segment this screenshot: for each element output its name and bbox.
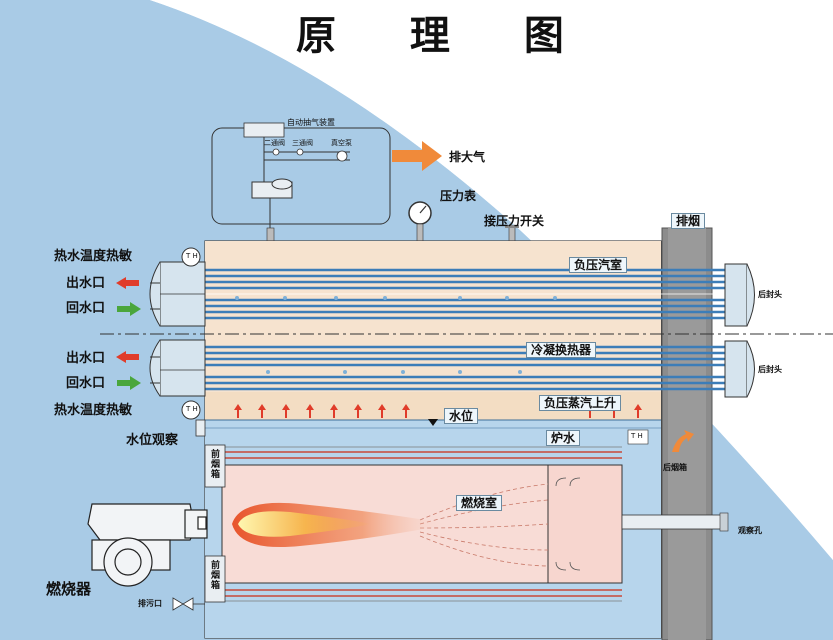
water-level-gauge — [195, 419, 206, 437]
th-sensor-bottom-text: T H — [186, 405, 198, 413]
valve-2-label: 三通阀 — [292, 139, 313, 147]
front-smoke-box-top-label: 前烟箱 — [209, 449, 219, 479]
background-white-area — [150, 0, 833, 560]
right-header-top — [724, 263, 755, 327]
front-smoke-box-bottom-label: 前烟箱 — [209, 560, 219, 590]
rear-smoke-arrow-icon — [672, 430, 694, 452]
drain-label: 排污口 — [138, 599, 162, 608]
fire-tubes-bottom — [222, 589, 622, 597]
outlet-top-arrow-icon — [116, 277, 139, 289]
hot-water-temp-sensor-top-label: 热水温度热敏 — [54, 249, 133, 264]
upper-tube-bank — [175, 268, 745, 320]
left-header-bottom — [149, 339, 206, 397]
rear-reversing-chamber — [547, 464, 623, 584]
rear-cover-top-label: 后封头 — [758, 290, 782, 299]
th-badge-rear-text: T H — [631, 432, 643, 440]
vacuum-controller — [243, 122, 285, 138]
th-sensor-top-text: T H — [186, 252, 198, 260]
burner — [87, 503, 208, 587]
rear-smoke-box-label: 后烟箱 — [663, 463, 687, 472]
outlet-bottom-label: 出水口 — [66, 351, 106, 366]
th-sensor-bottom-icon — [181, 400, 201, 420]
valve-2-icon — [296, 148, 304, 156]
vacuum-unit-label: 自动抽气装置 — [287, 118, 335, 127]
burner-label: 燃烧器 — [46, 580, 92, 598]
flame-inner — [238, 511, 372, 537]
outlet-bottom-arrow-icon — [116, 351, 139, 363]
right-header-bottom — [724, 340, 755, 398]
condensate-droplets — [235, 296, 557, 374]
furnace-water-label: 炉水 — [546, 430, 581, 446]
th-badge-rear — [627, 429, 649, 445]
return-bottom-arrow-icon — [117, 376, 141, 390]
exhaust-label: 排大气 — [449, 150, 486, 164]
vacuum-piping — [251, 137, 350, 234]
th-sensor-top-icon — [181, 247, 201, 267]
pressure-gauge-label: 压力表 — [440, 189, 477, 203]
page-title: 原 理 图 — [296, 13, 594, 59]
front-smoke-box-top — [204, 444, 226, 488]
outlet-top-label: 出水口 — [66, 276, 106, 291]
fire-tubes-top — [222, 451, 622, 459]
water-level-label: 水位 — [444, 408, 479, 424]
return-top-arrow-icon — [117, 302, 141, 316]
rear-cover-bottom-label: 后封头 — [758, 365, 782, 374]
steam-rise-label: 负压蒸汽上升 — [539, 395, 622, 411]
return-bottom-label: 回水口 — [66, 376, 106, 391]
observation-hole-label: 观察孔 — [738, 526, 762, 535]
water-level-marker-icon — [428, 419, 438, 426]
pressure-switch-stub — [508, 225, 516, 243]
valve-1-label: 二通阀 — [264, 139, 285, 147]
valve-1-icon — [272, 148, 280, 156]
combustion-chamber-label: 燃烧室 — [456, 495, 503, 511]
return-top-label: 回水口 — [66, 301, 106, 316]
chimney-label: 排烟 — [671, 213, 706, 229]
observation-tube — [621, 514, 728, 530]
vacuum-pump-label: 真空泵 — [331, 139, 352, 147]
exhaust-arrow-icon — [392, 141, 442, 171]
left-header-top — [149, 261, 206, 327]
drain-valve-icon — [172, 597, 205, 611]
fire-tube-shell — [222, 446, 622, 602]
water-level-observation-label: 水位观察 — [126, 433, 179, 448]
lower-tube-bank — [175, 345, 745, 391]
front-smoke-box-bottom — [204, 555, 226, 603]
hot-water-temp-sensor-bottom-label: 热水温度热敏 — [54, 403, 133, 418]
condensing-heat-exchanger-label: 冷凝换热器 — [526, 342, 597, 358]
vacuum-unit-box — [211, 127, 391, 225]
negative-pressure-steam-chamber-label: 负压汽室 — [569, 257, 628, 273]
pressure-switch-label: 接压力开关 — [484, 214, 545, 228]
vacuum-pump-icon — [336, 150, 348, 162]
